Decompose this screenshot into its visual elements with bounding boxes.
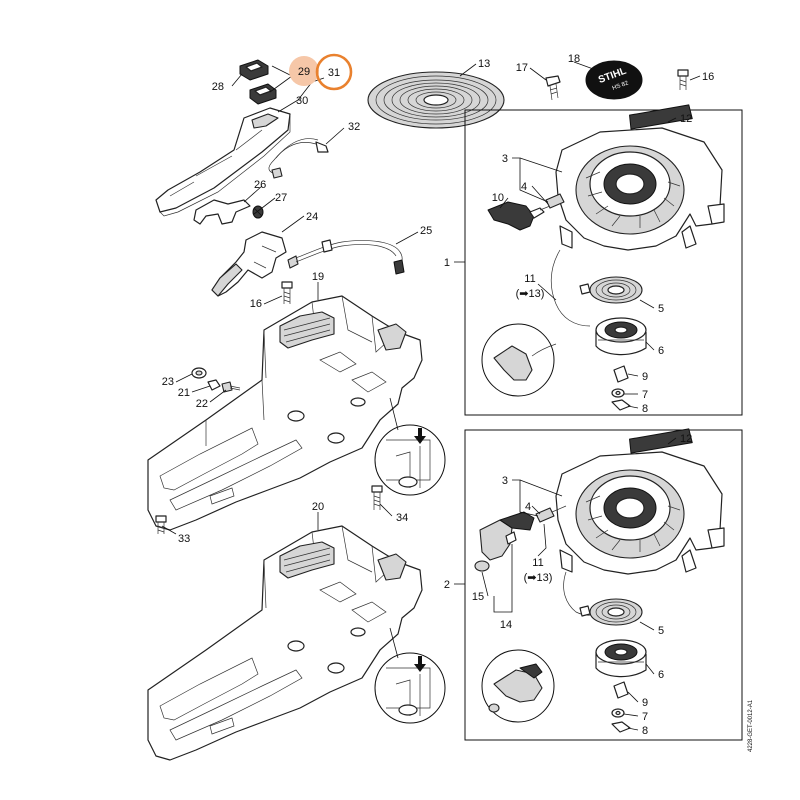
part-13-rewind-spring[interactable] <box>367 71 505 129</box>
callout-19[interactable]: 19 <box>312 271 324 283</box>
part-12-fan-housing-2[interactable] <box>555 428 725 575</box>
callout-26[interactable]: 26 <box>254 179 266 191</box>
detail-grip-circle-2 <box>481 649 555 723</box>
part-33-screw[interactable] <box>155 515 167 534</box>
part-22-screw[interactable] <box>221 381 241 393</box>
part-29-switch[interactable] <box>249 83 277 105</box>
part-4-rope-guide-2[interactable] <box>535 505 567 523</box>
callout-11-a-ref[interactable]: (➡13) <box>516 288 545 300</box>
assembly-box-1 <box>464 109 743 416</box>
part-32-cable[interactable] <box>268 138 329 179</box>
callout-18[interactable]: 18 <box>568 53 580 65</box>
callout-21[interactable]: 21 <box>178 387 190 399</box>
part-19-rear-handle-housing[interactable] <box>147 295 423 531</box>
callout-30[interactable]: 30 <box>296 95 308 107</box>
callout-8-b[interactable]: 8 <box>642 725 648 737</box>
part-9-pawl-1[interactable] <box>613 365 629 383</box>
callout-14[interactable]: 14 <box>500 619 512 631</box>
callout-29-highlight[interactable] <box>289 56 319 86</box>
callout-16-left[interactable]: 16 <box>250 298 262 310</box>
part-15-grip-insert[interactable] <box>474 560 490 572</box>
detail-view-2 <box>374 627 446 724</box>
callout-8-a[interactable]: 8 <box>642 403 648 415</box>
part-27-spring[interactable] <box>252 205 264 219</box>
part-9-pawl-2[interactable] <box>613 681 629 699</box>
part-17-screw[interactable] <box>545 75 561 101</box>
part-8-spring-clip-1[interactable] <box>611 399 631 411</box>
callout-13[interactable]: 13 <box>478 58 490 70</box>
part-20-rear-handle-housing[interactable] <box>147 525 423 761</box>
part-6-rope-rotor-1[interactable] <box>595 317 647 356</box>
callout-6-b[interactable]: 6 <box>658 669 664 681</box>
part-5-rewind-spring-2[interactable] <box>579 598 643 626</box>
part-34-screw[interactable] <box>371 485 383 510</box>
part-7-washer-2[interactable] <box>611 708 625 718</box>
callout-15[interactable]: 15 <box>472 591 484 603</box>
part-4-rope-guide-1[interactable] <box>545 193 565 209</box>
part-11-starter-rope-1[interactable] <box>550 249 591 327</box>
callout-31-highlight[interactable] <box>315 53 353 91</box>
callout-16-top[interactable]: 16 <box>702 71 714 83</box>
callout-1[interactable]: 1 <box>444 257 450 269</box>
part-5-rewind-spring-1[interactable] <box>579 276 643 304</box>
assembly-box-2 <box>464 429 743 741</box>
callout-6-a[interactable]: 6 <box>658 345 664 357</box>
callout-5-b[interactable]: 5 <box>658 625 664 637</box>
part-28-slide[interactable] <box>239 59 269 81</box>
callout-4-b[interactable]: 4 <box>525 501 531 513</box>
callout-9-b[interactable]: 9 <box>642 697 648 709</box>
callout-12-a[interactable]: 12 <box>680 113 692 125</box>
callout-9-a[interactable]: 9 <box>642 371 648 383</box>
drawing-id: 4228-GET-0012-A1 <box>748 699 754 752</box>
callout-17[interactable]: 17 <box>516 62 528 74</box>
callout-29[interactable]: 29 <box>298 66 310 78</box>
part-14-ergo-grip[interactable] <box>479 511 535 561</box>
callout-25[interactable]: 25 <box>420 225 432 237</box>
part-8-spring-clip-2[interactable] <box>611 721 631 733</box>
part-16-screw-top[interactable] <box>677 69 689 90</box>
callout-23[interactable]: 23 <box>162 376 174 388</box>
part-23-bushing[interactable] <box>191 367 207 379</box>
detail-view-1 <box>374 397 446 496</box>
part-18-decal[interactable]: STIHL HS 82 <box>585 60 643 100</box>
callout-labels: 28 29 31 30 32 26 27 24 25 19 16 13 17 1… <box>162 53 715 737</box>
callout-3-b[interactable]: 3 <box>502 475 508 487</box>
callout-5-a[interactable]: 5 <box>658 303 664 315</box>
callout-31[interactable]: 31 <box>328 67 340 79</box>
part-7-washer-1[interactable] <box>611 388 625 398</box>
part-24-throttle-trigger[interactable] <box>211 231 287 297</box>
callout-11-b-ref[interactable]: (➡13) <box>524 572 553 584</box>
callout-11-b[interactable]: 11 <box>532 557 543 569</box>
callout-34[interactable]: 34 <box>396 512 408 524</box>
part-6-rope-rotor-2[interactable] <box>595 639 647 678</box>
detail-grip-circle-1 <box>481 323 557 397</box>
part-16-screw-left[interactable] <box>281 281 293 304</box>
leader-lines <box>161 61 701 731</box>
callout-22[interactable]: 22 <box>196 398 208 410</box>
part-25-throttle-cable[interactable] <box>287 239 405 275</box>
callout-27[interactable]: 27 <box>275 192 287 204</box>
part-21-nut[interactable] <box>207 379 221 391</box>
callout-20[interactable]: 20 <box>312 501 324 513</box>
part-26-bracket[interactable] <box>193 199 251 225</box>
callout-12-b[interactable]: 12 <box>680 433 692 445</box>
decal-model-text: HS 82 <box>612 80 630 92</box>
callout-10[interactable]: 10 <box>492 192 504 204</box>
callout-3-a[interactable]: 3 <box>502 153 508 165</box>
callout-4-a[interactable]: 4 <box>521 181 527 193</box>
callout-32[interactable]: 32 <box>348 121 360 133</box>
part-30-handle-molding[interactable] <box>155 107 291 217</box>
callout-7-b[interactable]: 7 <box>642 711 648 723</box>
callout-11-a[interactable]: 11 <box>524 273 535 285</box>
callout-7-a[interactable]: 7 <box>642 389 648 401</box>
callout-28[interactable]: 28 <box>212 81 224 93</box>
part-12-fan-housing-1[interactable] <box>555 104 725 251</box>
callout-2[interactable]: 2 <box>444 579 450 591</box>
callout-33[interactable]: 33 <box>178 533 190 545</box>
callout-24[interactable]: 24 <box>306 211 318 223</box>
